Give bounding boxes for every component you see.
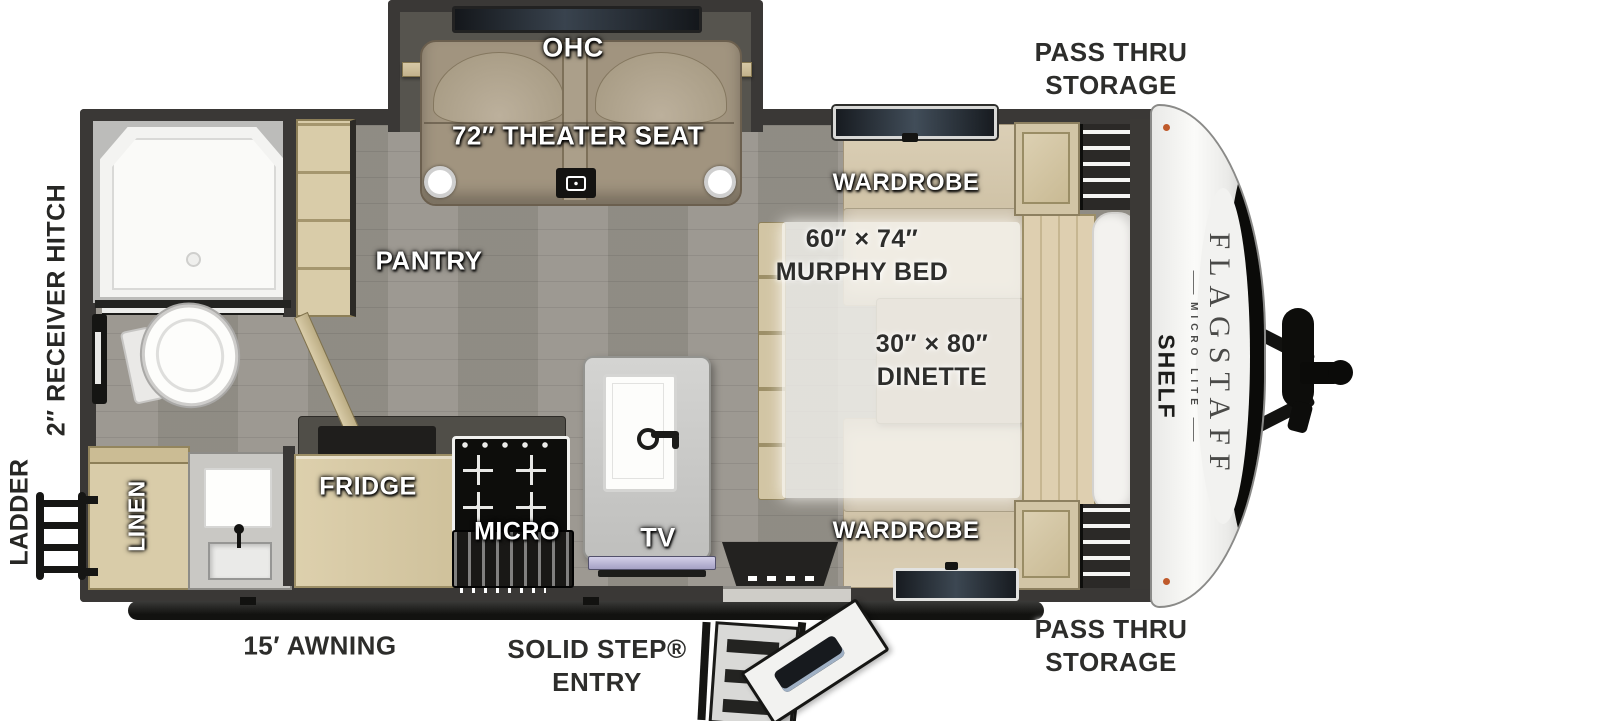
label-micro: MICRO: [474, 517, 560, 546]
theater-seat-back-right: [595, 52, 727, 124]
murphy-bed-panel: [1022, 214, 1096, 510]
label-awning: 15′ AWNING: [243, 630, 397, 661]
microwave-vent: [460, 588, 546, 593]
linen-cabinet: [88, 446, 190, 590]
label-murphy-bed: 60″ × 74″ MURPHY BED: [776, 223, 949, 289]
label-theater-seat: 72″ THEATER SEAT: [451, 120, 705, 151]
cupholder-left: [424, 166, 456, 198]
cabinet-front-top-door: [1022, 132, 1070, 204]
recline-control-icon: [566, 175, 586, 191]
shower-pan-inner: [112, 138, 276, 290]
label-pantry: PANTRY: [375, 245, 483, 276]
ladder-rung: [40, 500, 82, 507]
bathroom-mirror-glass: [95, 332, 101, 384]
theater-seat-seam: [424, 122, 734, 124]
label-line: MURPHY BED: [775, 258, 949, 286]
label-ladder: LADDER: [5, 458, 34, 566]
cabinet-front-bottom-door: [1022, 510, 1070, 578]
entry-mat: [722, 542, 838, 592]
label-tv: TV: [640, 522, 676, 553]
slideout-window: [452, 6, 702, 33]
label-ohc: OHC: [542, 32, 604, 63]
marker-light-top: [1163, 124, 1170, 131]
ladder-rung: [40, 522, 82, 529]
marker-light-bottom: [1163, 578, 1170, 585]
island-faucet-arm: [651, 431, 679, 438]
window-top-latch: [902, 133, 918, 142]
stove-knobs: [460, 440, 558, 450]
awning-bracket: [583, 597, 599, 605]
bathroom-wall: [283, 117, 297, 317]
shower-drain: [186, 252, 201, 267]
brand-rule: [1193, 417, 1194, 442]
label-shelf: SHELF: [1153, 334, 1180, 420]
island-faucet-spout: [672, 434, 679, 449]
label-line: 30″ × 80″: [875, 330, 989, 358]
burner-icon: [516, 492, 546, 522]
brand-subtitle: MICRO LITE: [1188, 270, 1199, 442]
seat-control-console: [556, 168, 596, 198]
fridge-top: [318, 426, 436, 456]
window-bottom: [893, 568, 1019, 601]
murphy-bed-footprint: [782, 222, 1020, 498]
brand-sub-text: MICRO LITE: [1188, 302, 1199, 410]
label-linen: LINEN: [123, 480, 150, 552]
ladder-mount: [84, 496, 98, 504]
step-rail-left: [697, 621, 711, 721]
tv-mount: [598, 570, 706, 577]
burner-icon: [463, 492, 493, 522]
awning-bracket: [240, 597, 256, 605]
vanity-counter: [204, 468, 272, 528]
vanity-faucet: [234, 524, 244, 534]
kitchen-divider-wall: [283, 446, 295, 586]
fridge: [294, 454, 458, 588]
burner-icon: [516, 455, 546, 485]
ladder-mount: [84, 568, 98, 576]
label-line: SOLID STEP®: [507, 634, 687, 664]
ladder-rail-right: [78, 492, 86, 580]
label-line: STORAGE: [1045, 70, 1177, 100]
ladder-rail-left: [36, 492, 44, 580]
label-line: ENTRY: [552, 667, 642, 697]
brand-logo: FLAGSTAFF MICRO LITE: [1188, 233, 1236, 480]
tongue-jack: [1282, 308, 1314, 408]
label-line: STORAGE: [1045, 647, 1177, 677]
front-cap: [1150, 104, 1266, 608]
cupholder-right: [704, 166, 736, 198]
label-fridge: FRIDGE: [319, 472, 417, 501]
murphy-bed-rail: [758, 222, 786, 500]
label-line: DINETTE: [876, 363, 988, 391]
window-bottom-latch: [945, 562, 958, 570]
label-pass-thru-storage-bottom: PASS THRU STORAGE: [1035, 613, 1188, 679]
vanity-faucet-stem: [237, 530, 241, 548]
label-line: PASS THRU: [1034, 37, 1188, 67]
ladder-rung: [40, 566, 82, 573]
tv: [588, 556, 716, 570]
entry-door-opening: [723, 586, 851, 602]
label-receiver-hitch: 2″ RECEIVER HITCH: [42, 183, 71, 437]
label-solid-step-entry: SOLID STEP® ENTRY: [507, 633, 686, 699]
label-line: 60″ × 74″: [805, 225, 919, 253]
label-pass-thru-storage-top: PASS THRU STORAGE: [1035, 36, 1188, 102]
ladder-rung: [40, 544, 82, 551]
burner-icon: [463, 455, 493, 485]
awning-rail: [128, 601, 1044, 620]
front-cap-accent-inner: [1196, 188, 1250, 524]
microwave: [452, 530, 574, 588]
label-wardrobe-top: WARDROBE: [832, 169, 980, 196]
entry-mat-dots: [748, 576, 814, 581]
label-wardrobe-bottom: WARDROBE: [832, 517, 980, 544]
label-line: PASS THRU: [1034, 614, 1188, 644]
label-dinette: 30″ × 80″ DINETTE: [876, 328, 989, 394]
hitch-ball: [1328, 360, 1353, 385]
brand-name: FLAGSTAFF: [1203, 232, 1236, 480]
brand-rule: [1193, 270, 1194, 295]
pantry-cabinet: [296, 119, 356, 317]
